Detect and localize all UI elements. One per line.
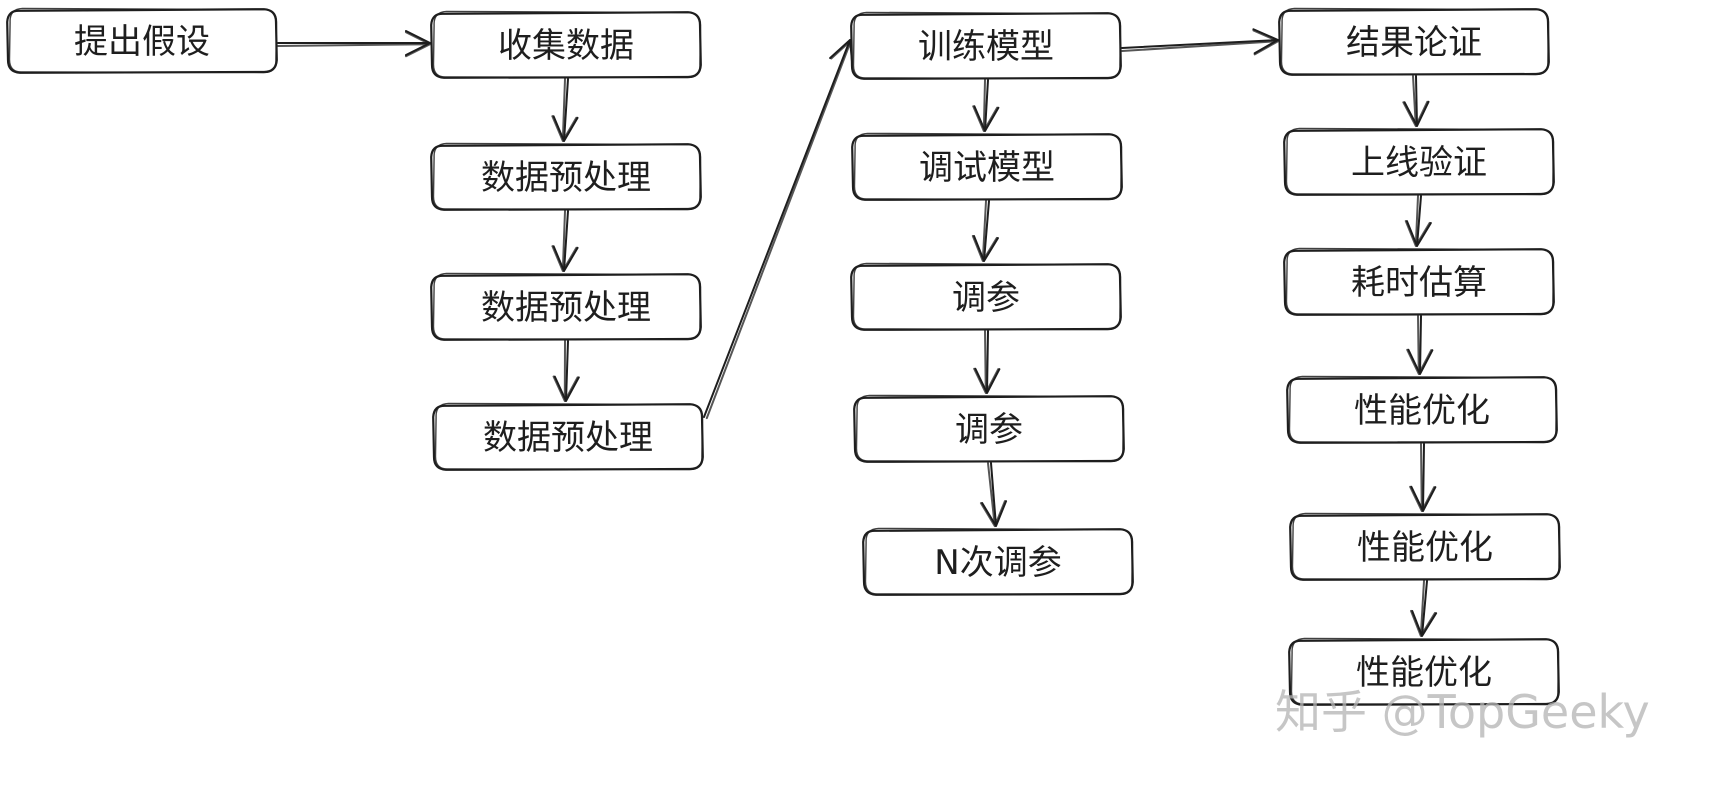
node-n_tune1[interactable]: 调参	[850, 262, 1122, 331]
edge-n_tune2-to-n_tuneN	[979, 462, 1008, 528]
node-n_online[interactable]: 上线验证	[1283, 127, 1555, 196]
node-box-sketch	[855, 394, 1125, 463]
edge-n_result-to-n_online	[1402, 75, 1430, 128]
node-label: N次调参	[934, 543, 1061, 583]
node-box-sketch	[1285, 247, 1555, 316]
node-label: 结果论证	[1346, 23, 1482, 63]
node-label: 上线验证	[1351, 143, 1487, 183]
edge-n_prep2-to-n_prep3	[552, 339, 580, 402]
edge-n_tune1-to-n_tune2	[973, 329, 1001, 394]
edge-layer	[277, 28, 1438, 637]
edge-n_hypothesis-to-n_collect	[277, 30, 431, 58]
edge-n_prep1-to-n_prep2	[551, 209, 579, 272]
edge-n_prep3-to-n_train	[703, 39, 855, 420]
node-n_debug[interactable]: 调试模型	[851, 132, 1123, 201]
node-box-sketch	[853, 132, 1123, 201]
node-box-sketch	[434, 402, 704, 471]
edge-n_opt2-to-n_opt3	[1410, 579, 1438, 637]
node-label: 数据预处理	[481, 288, 651, 328]
node-n_estimate[interactable]: 耗时估算	[1283, 247, 1555, 316]
node-label: 提出假设	[74, 22, 210, 62]
edge-n_train-to-n_debug	[972, 78, 1000, 132]
node-n_collect[interactable]: 收集数据	[430, 10, 702, 79]
node-n_tune2[interactable]: 调参	[853, 394, 1125, 463]
node-n_prep1[interactable]: 数据预处理	[430, 142, 702, 211]
node-label: 收集数据	[498, 26, 634, 66]
node-label: 性能优化	[1357, 528, 1493, 568]
node-box-sketch	[432, 142, 702, 211]
node-label: 调试模型	[919, 148, 1055, 188]
edge-n_opt1-to-n_opt2	[1409, 442, 1437, 512]
node-box-sketch	[1280, 7, 1550, 76]
edge-n_train-to-n_result	[1121, 28, 1280, 56]
node-box-sketch	[8, 7, 278, 74]
node-n_hypothesis[interactable]: 提出假设	[6, 7, 278, 74]
node-n_opt3[interactable]: 性能优化	[1288, 637, 1560, 706]
edge-n_debug-to-n_tune1	[971, 199, 999, 262]
node-n_train[interactable]: 训练模型	[850, 11, 1122, 80]
node-box-sketch	[432, 10, 702, 79]
node-box-sketch	[1290, 637, 1560, 706]
edge-n_online-to-n_estimate	[1404, 194, 1432, 247]
node-label: 数据预处理	[481, 158, 651, 198]
node-box-sketch	[1288, 375, 1558, 444]
node-n_result[interactable]: 结果论证	[1278, 7, 1550, 76]
watermark-text: 知乎 @TopGeeky	[1275, 685, 1650, 739]
node-n_opt2[interactable]: 性能优化	[1289, 512, 1561, 581]
node-label: 调参	[955, 410, 1023, 450]
node-box-sketch	[852, 262, 1122, 331]
node-label: 性能优化	[1354, 391, 1490, 431]
node-label: 性能优化	[1356, 653, 1492, 693]
edge-n_estimate-to-n_opt1	[1406, 314, 1434, 375]
node-box-sketch	[1291, 512, 1561, 581]
node-box-sketch	[864, 527, 1134, 596]
node-n_prep3[interactable]: 数据预处理	[432, 402, 704, 471]
node-box-sketch	[852, 11, 1122, 80]
node-box-sketch	[1285, 127, 1555, 196]
node-label: 数据预处理	[483, 418, 653, 458]
node-label: 训练模型	[918, 27, 1054, 67]
node-layer: 提出假设收集数据数据预处理数据预处理数据预处理训练模型调试模型调参调参N次调参结…	[6, 7, 1561, 706]
node-label: 耗时估算	[1351, 263, 1487, 303]
node-n_tuneN[interactable]: N次调参	[862, 527, 1134, 596]
node-label: 调参	[952, 278, 1020, 318]
node-n_prep2[interactable]: 数据预处理	[430, 272, 702, 341]
edge-n_collect-to-n_prep1	[551, 77, 579, 142]
node-box-sketch	[432, 272, 702, 341]
node-n_opt1[interactable]: 性能优化	[1286, 375, 1558, 444]
